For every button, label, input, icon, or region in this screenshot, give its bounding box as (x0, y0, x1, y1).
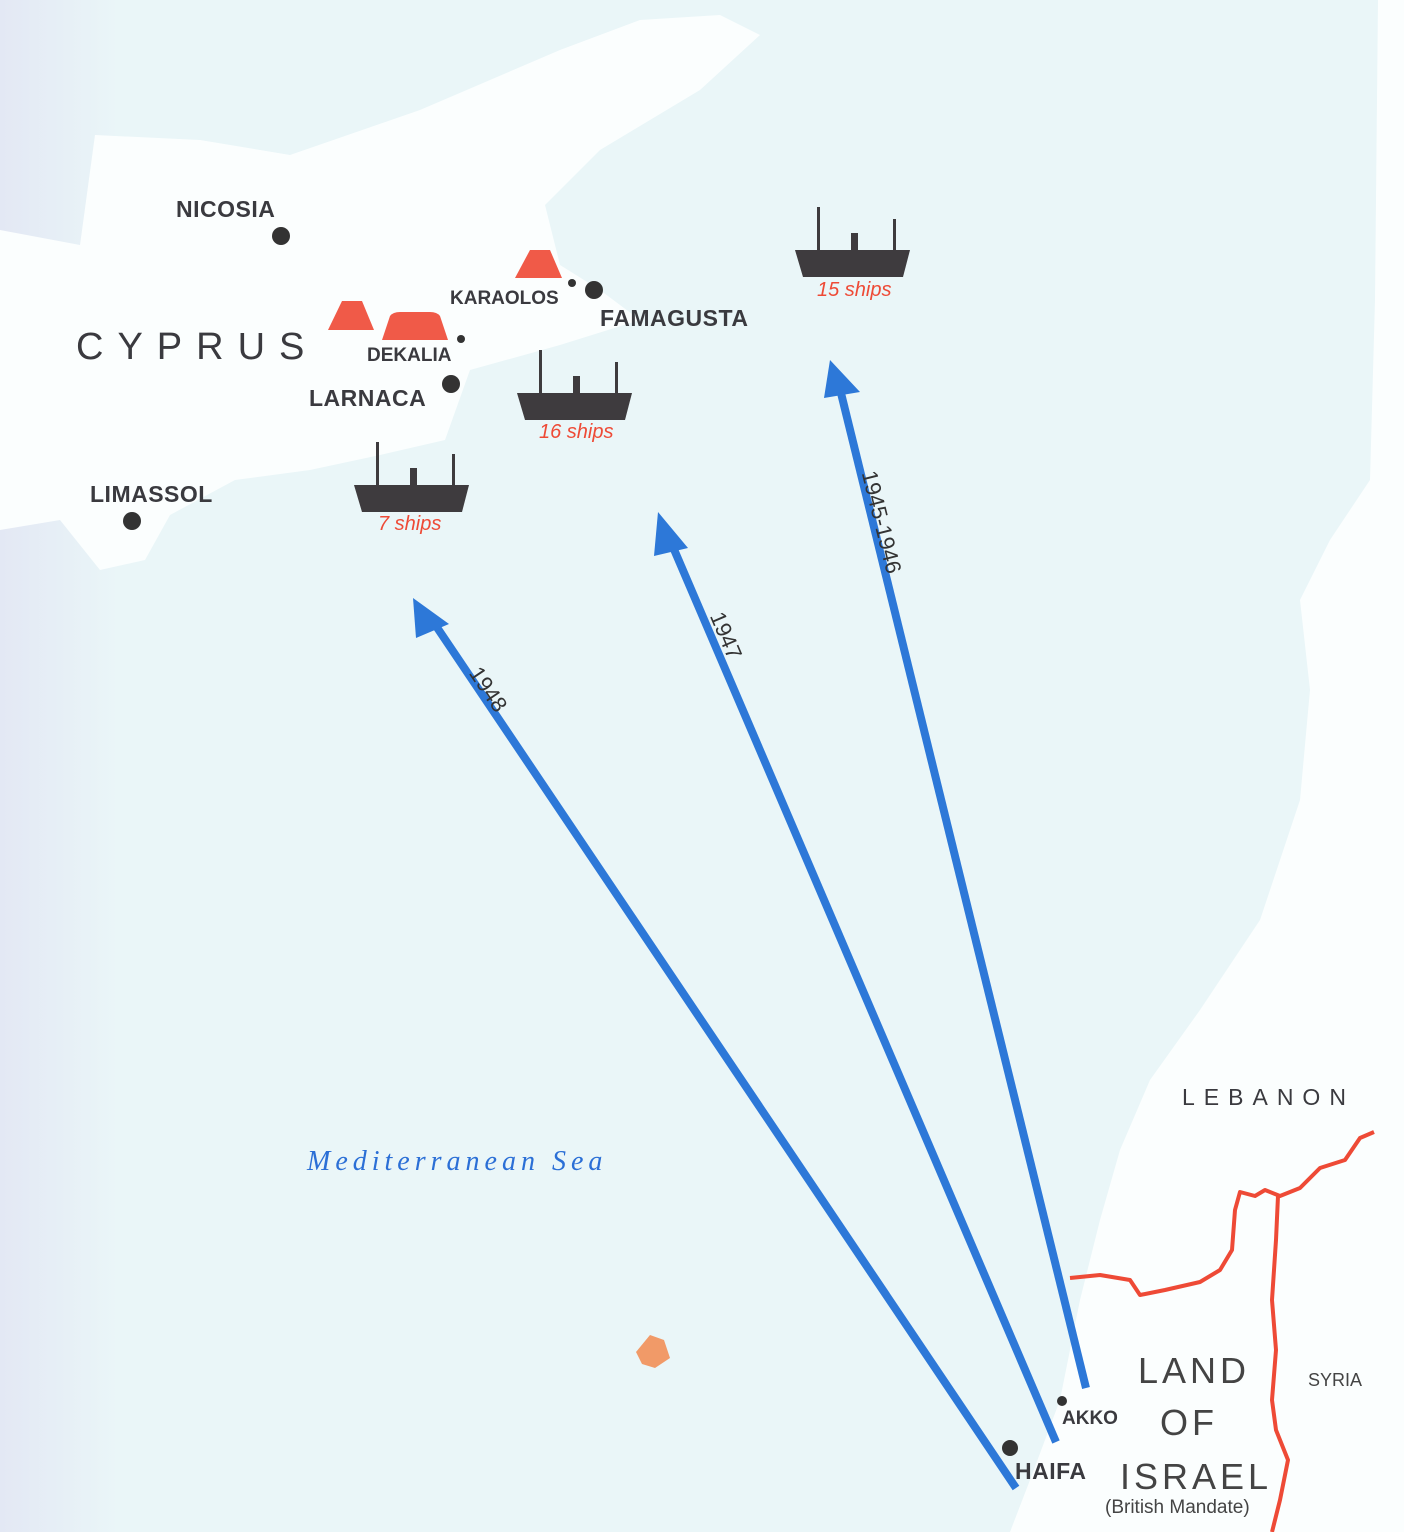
ship-icon (795, 207, 910, 277)
ship-icon (354, 442, 469, 512)
sea-label: Mediterranean Sea (307, 1146, 608, 1177)
city-dot-icon (272, 227, 290, 245)
city-label-dekalia: DEKALIA (367, 345, 452, 366)
island-label-cyprus: CYPRUS (76, 326, 319, 368)
small-island (636, 1335, 670, 1368)
city-dot-icon (442, 375, 460, 393)
city-label-larnaca: LARNACA (309, 385, 427, 411)
levant-land (1010, 0, 1404, 1532)
route-arrow-1947 (666, 538, 1060, 1444)
ship-icon (517, 350, 632, 420)
tent-icon (515, 250, 562, 278)
city-label-limassol: LIMASSOL (90, 481, 213, 507)
route-arrow-1948 (428, 617, 1020, 1491)
ship-count-larnaca: 16 ships (539, 421, 614, 443)
israel-label-line2: OF (1160, 1402, 1218, 1443)
israel-label-mandate: (British Mandate) (1105, 1497, 1250, 1518)
city-dot-icon (1002, 1440, 1018, 1456)
israel-label-line1: LAND (1138, 1350, 1251, 1391)
city-dot-icon (1057, 1396, 1067, 1406)
country-label-syria: SYRIA (1308, 1370, 1363, 1390)
arrow-icon (824, 360, 860, 398)
city-label-akko: AKKO (1062, 1408, 1118, 1429)
city-dot-icon (585, 281, 603, 299)
city-label-famagusta: FAMAGUSTA (600, 305, 749, 331)
israel-label-line3: ISRAEL (1120, 1456, 1273, 1497)
ship-count-limassol: 7 ships (378, 513, 442, 535)
city-dot-icon (568, 279, 576, 287)
route-arrow-1945-1946 (835, 384, 1090, 1389)
arrow-icon (413, 598, 449, 638)
city-label-nicosia: NICOSIA (176, 196, 276, 222)
syria-border (1270, 1195, 1290, 1532)
city-dot-icon (123, 512, 141, 530)
lebanon-border (1069, 1130, 1375, 1297)
tent-icon (382, 312, 448, 340)
tent-icon (328, 301, 374, 330)
city-label-karaolos: KARAOLOS (450, 288, 559, 309)
ship-count-famagusta: 15 ships (817, 279, 892, 301)
arrow-icon (654, 512, 688, 556)
city-label-haifa: HAIFA (1015, 1458, 1087, 1484)
country-label-lebanon: LEBANON (1182, 1084, 1355, 1110)
cyprus-land (0, 15, 760, 570)
city-dot-icon (457, 335, 465, 343)
